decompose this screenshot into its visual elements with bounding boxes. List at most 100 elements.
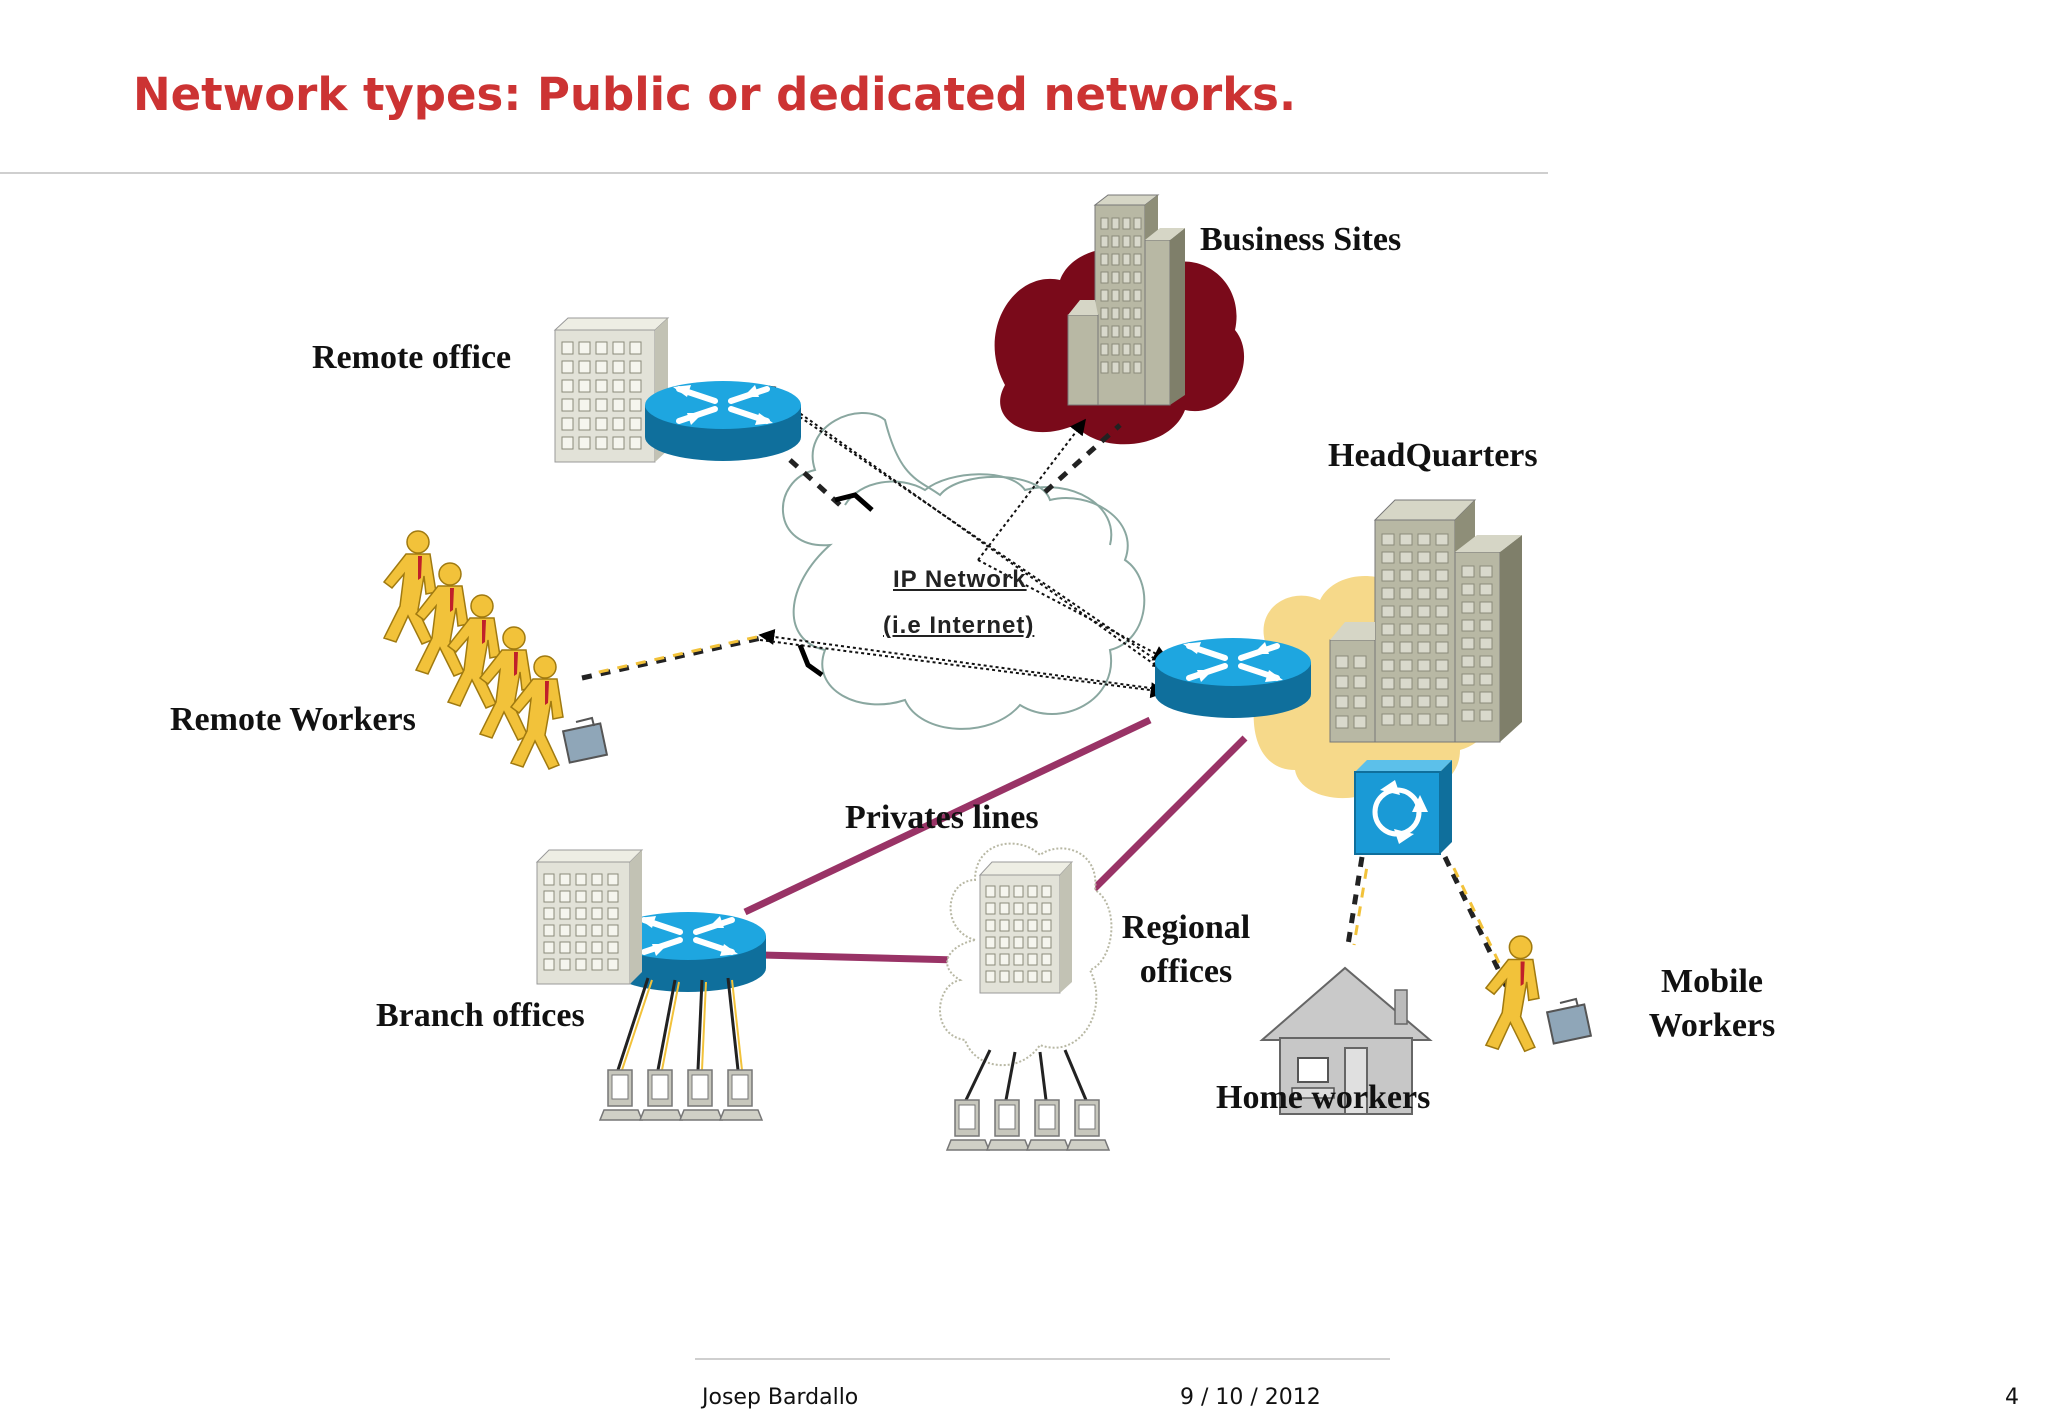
building-window (595, 341, 608, 355)
building-window (591, 941, 603, 954)
building-window (1335, 695, 1349, 709)
building-window (1027, 953, 1038, 966)
building-window (561, 398, 574, 412)
building-window (629, 360, 642, 374)
building-window (1461, 637, 1475, 650)
building-window (1417, 533, 1431, 546)
building-window (1417, 623, 1431, 636)
building-window (1122, 289, 1131, 302)
building-window (1122, 343, 1131, 356)
building-window (1461, 691, 1475, 704)
building-window (595, 379, 608, 393)
building-window (1133, 289, 1142, 302)
building-window (1111, 271, 1120, 284)
building-window (595, 436, 608, 450)
building-window (591, 924, 603, 937)
building-window (1399, 551, 1413, 564)
regional-pc-icon (946, 1099, 990, 1151)
building-window (607, 958, 619, 971)
remote-workers-label: Remote Workers (170, 701, 416, 738)
building-window (1399, 713, 1413, 726)
building-window (607, 924, 619, 937)
building-window (607, 907, 619, 920)
building-window (1435, 569, 1449, 582)
building-window (1100, 325, 1109, 338)
building-window (612, 341, 625, 355)
remote-worker-icon (383, 530, 437, 645)
building-window (629, 341, 642, 355)
building-window (1353, 695, 1367, 709)
building-window (595, 398, 608, 412)
building-window (575, 941, 587, 954)
building-window (1027, 885, 1038, 898)
building-window (575, 890, 587, 903)
building-window (1417, 605, 1431, 618)
building-window (559, 907, 571, 920)
building-window (1479, 583, 1493, 596)
building-window (1435, 641, 1449, 654)
building-window (1111, 307, 1120, 320)
briefcase-icon (1545, 997, 1593, 1045)
building-window (1013, 919, 1024, 932)
branch-pc-icon (719, 1069, 763, 1121)
building-window (1399, 677, 1413, 690)
building-window (559, 873, 571, 886)
building-window (985, 936, 996, 949)
remote-office-label: Remote office (312, 339, 512, 376)
building-window (1111, 235, 1120, 248)
building-window (1013, 953, 1024, 966)
building-window (985, 919, 996, 932)
building-window (629, 436, 642, 450)
building-window (559, 958, 571, 971)
building-window (1479, 691, 1493, 704)
mobile-worker-icon (1485, 935, 1540, 1053)
building-window (1417, 641, 1431, 654)
building-window (1041, 953, 1052, 966)
mobile-workers-label: Mobile Workers (1648, 963, 1776, 1044)
building-window (629, 379, 642, 393)
building-window (1381, 587, 1395, 600)
building-window (1399, 569, 1413, 582)
building-window (1435, 623, 1449, 636)
building-window (1461, 601, 1475, 614)
building-window (1122, 271, 1131, 284)
building-window (575, 873, 587, 886)
building-window (1479, 619, 1493, 632)
building-window (1381, 605, 1395, 618)
building-window (1100, 217, 1109, 230)
building-window (1417, 677, 1431, 690)
building-window (612, 417, 625, 431)
building-window (1417, 659, 1431, 672)
footer-date: 9 / 10 / 2012 (1180, 1385, 1321, 1410)
title-divider (0, 172, 1548, 174)
building-window (578, 360, 591, 374)
briefcase-icon (561, 716, 609, 764)
building-window (612, 360, 625, 374)
building-window (1133, 235, 1142, 248)
building-window (1100, 235, 1109, 248)
building-window (1417, 569, 1431, 582)
dashed-connections (581, 423, 1511, 992)
building-window (1041, 902, 1052, 915)
branch-pc-icon (679, 1069, 723, 1121)
building-window (999, 902, 1010, 915)
building-window (1041, 919, 1052, 932)
building-window (1111, 217, 1120, 230)
building-window (1122, 361, 1131, 374)
home-workers-label: Home workers (1216, 1079, 1431, 1116)
private-lines (743, 716, 1248, 964)
building-window (1013, 970, 1024, 983)
building-window (1381, 623, 1395, 636)
building-window (1479, 601, 1493, 614)
building-window (561, 360, 574, 374)
footer-divider (695, 1358, 1390, 1360)
building-window (985, 885, 996, 898)
building-window (575, 924, 587, 937)
building-window (1335, 655, 1349, 669)
building-window (1417, 551, 1431, 564)
building-window (591, 958, 603, 971)
building-window (1013, 936, 1024, 949)
building-window (561, 379, 574, 393)
building-window (1381, 551, 1395, 564)
